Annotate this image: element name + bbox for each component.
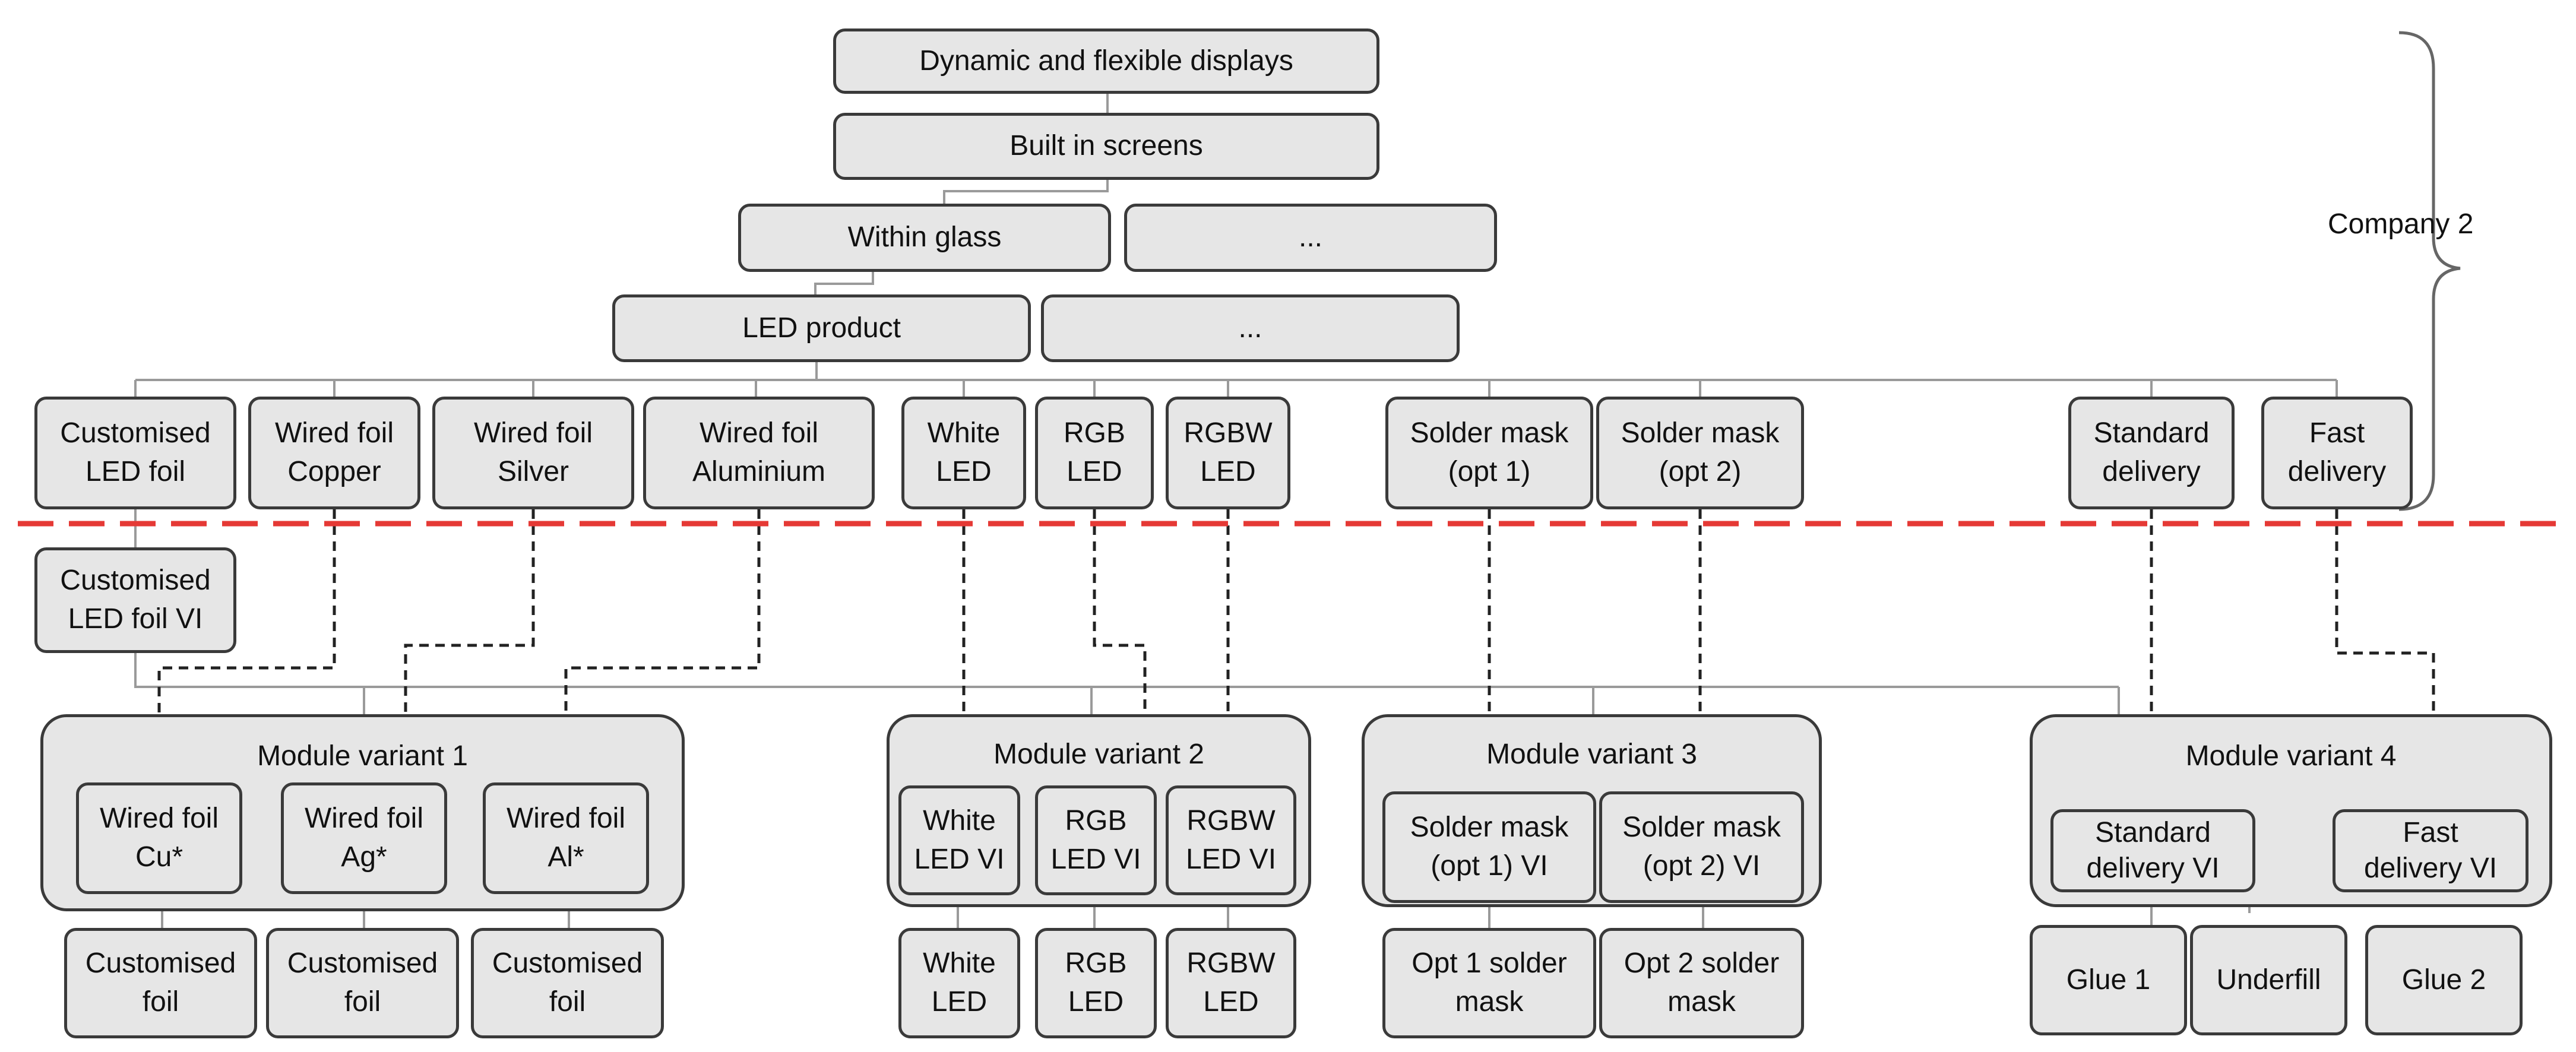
node-within-glass: Within glass: [738, 204, 1111, 272]
feature-rgbw-led: RGBW LED: [1166, 397, 1290, 509]
mv1-item-wired-foil-ag: Wired foil Ag*: [281, 782, 447, 894]
company-brace: [2398, 31, 2461, 511]
mv1-item-wired-foil-al: Wired foil Al*: [483, 782, 649, 894]
feature-drop-lines: [134, 380, 2338, 397]
module-variant-4-title: Module variant 4: [2185, 740, 2397, 772]
mv3-item-solder-mask-opt1-vi: Solder mask (opt 1) VI: [1382, 791, 1596, 903]
connector-built-in-to-within-glass: [943, 180, 1109, 204]
mv4-child-glue-2: Glue 2: [2365, 925, 2523, 1035]
module-bus-line: [134, 653, 2119, 688]
node-level4-ellipsis: ...: [1041, 294, 1460, 362]
mv1-child-customised-foil-1: Customised foil: [64, 928, 257, 1038]
mv4-child-underfill: Underfill: [2190, 925, 2347, 1035]
mv1-child-customised-foil-3: Customised foil: [471, 928, 664, 1038]
module-variant-1-title: Module variant 1: [257, 740, 468, 772]
mv1-child-connectors: [161, 911, 570, 928]
feature-wired-foil-silver: Wired foil Silver: [432, 397, 634, 509]
mv4-child-glue-1: Glue 1: [2030, 925, 2187, 1035]
mv2-child-rgbw-led: RGBW LED: [1166, 928, 1296, 1038]
module-variant-3-title: Module variant 3: [1486, 739, 1697, 770]
mv2-child-rgb-led: RGB LED: [1035, 928, 1157, 1038]
feature-customised-led-foil: Customised LED foil: [34, 397, 236, 509]
mv2-item-rgbw-led-vi: RGBW LED VI: [1166, 785, 1296, 895]
feature-white-led: White LED: [901, 397, 1026, 509]
mv1-child-customised-foil-2: Customised foil: [266, 928, 459, 1038]
node-built-in-screens: Built in screens: [833, 113, 1379, 180]
feature-wired-foil-copper: Wired foil Copper: [248, 397, 420, 509]
node-level3-ellipsis: ...: [1124, 204, 1497, 272]
mv1-item-wired-foil-cu: Wired foil Cu*: [76, 782, 242, 894]
mv4-item-standard-delivery-vi: Standard delivery VI: [2050, 809, 2255, 892]
mv3-child-connectors: [1488, 907, 1704, 928]
feature-standard-delivery: Standard delivery: [2068, 397, 2235, 509]
feature-fast-delivery: Fast delivery: [2261, 397, 2413, 509]
feature-wired-foil-aluminium: Wired foil Aluminium: [643, 397, 875, 509]
node-led-product: LED product: [612, 294, 1031, 362]
mv2-item-rgb-led-vi: RGB LED VI: [1035, 785, 1157, 895]
mv3-item-solder-mask-opt2-vi: Solder mask (opt 2) VI: [1599, 791, 1804, 903]
feature-solder-mask-opt1: Solder mask (opt 1): [1385, 397, 1593, 509]
company-label: Company 2: [2328, 208, 2474, 240]
mv2-item-white-led-vi: White LED VI: [898, 785, 1020, 895]
node-customised-led-foil-vi: Customised LED foil VI: [34, 547, 236, 653]
dashed-link-copper: [157, 509, 336, 800]
feature-solder-mask-opt2: Solder mask (opt 2): [1596, 397, 1804, 509]
mv3-child-opt1-solder-mask: Opt 1 solder mask: [1382, 928, 1596, 1038]
connector-within-glass-to-led-product: [814, 272, 874, 296]
dashed-link-fast-delivery: [2335, 509, 2435, 812]
module-variant-2-title: Module variant 2: [993, 739, 1204, 770]
mv2-child-connectors: [957, 907, 1229, 928]
module-drop-lines: [363, 687, 2120, 714]
mv4-item-fast-delivery-vi: Fast delivery VI: [2333, 809, 2528, 892]
mv2-child-white-led: White LED: [898, 928, 1020, 1038]
mv3-child-opt2-solder-mask: Opt 2 solder mask: [1599, 928, 1804, 1038]
node-dynamic-flexible-displays: Dynamic and flexible displays: [833, 28, 1379, 94]
feature-rgb-led: RGB LED: [1035, 397, 1154, 509]
